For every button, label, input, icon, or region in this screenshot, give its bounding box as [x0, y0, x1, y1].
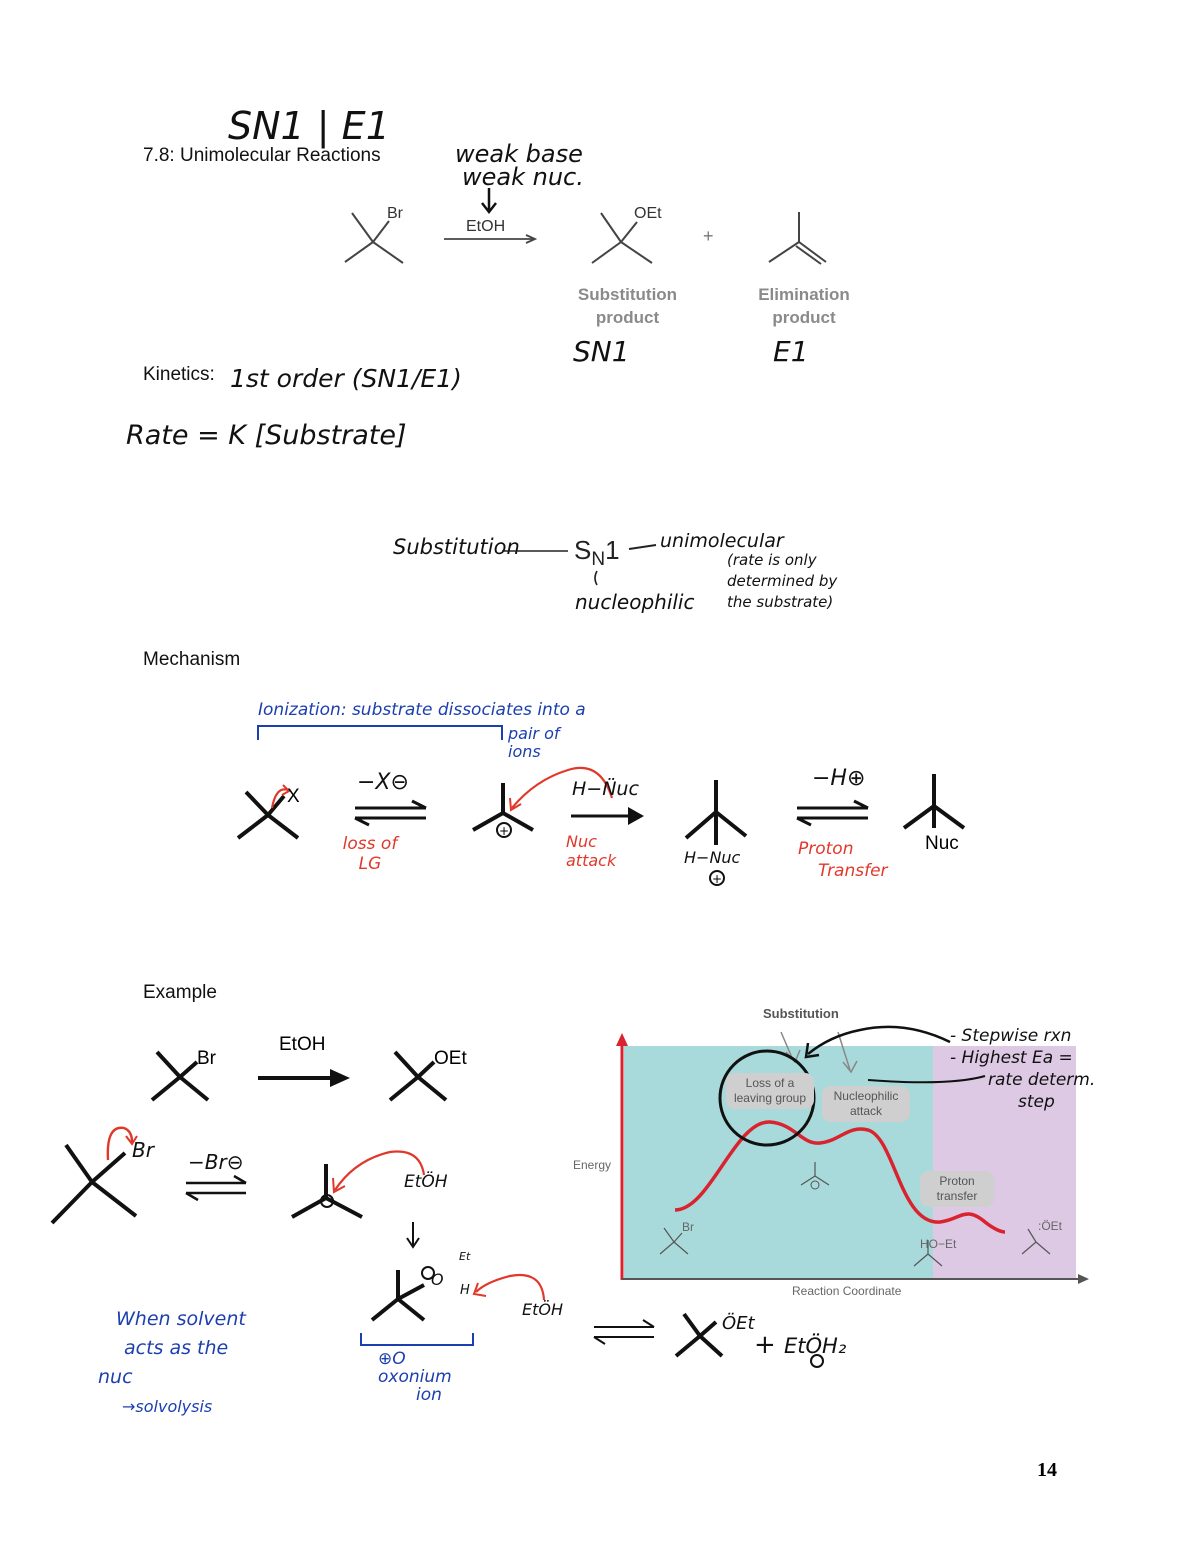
etoh-label: EtÖH: [404, 1172, 448, 1192]
unimolecular-note: (rate is only determined by the substrat…: [727, 551, 838, 611]
section-title: 7.8: Unimolecular Reactions: [143, 145, 381, 166]
example-heading: Example: [143, 982, 217, 1003]
etoh2-label: EtÖH: [522, 1300, 564, 1319]
example-reactant-group: Br: [197, 1048, 216, 1069]
step1-note: loss of LG: [342, 834, 398, 874]
proton-transfer-box: Proton transfer: [920, 1171, 994, 1207]
br-label: Br: [132, 1138, 154, 1162]
highlight-circle: [718, 1049, 816, 1147]
substitution-product-label: Substitution product: [577, 285, 678, 327]
diagram-title: Substitution: [763, 1006, 839, 1021]
diagram-reactant-label: Br: [682, 1220, 694, 1234]
byproduct-label: EtÖH₂: [784, 1334, 847, 1358]
substitution-product-molecule: [591, 212, 653, 264]
reactant-group-label: Br: [387, 205, 403, 222]
loss-br-label: −Br⊖: [188, 1150, 244, 1174]
leaving-group-x: X: [287, 786, 300, 807]
proton-transfer-region: [933, 1046, 1076, 1279]
oxonium-h: H: [460, 1283, 470, 1298]
oxonium-note: ⊕O oxonium ion: [378, 1349, 452, 1405]
sn1-note: SN1: [573, 335, 630, 368]
kinetics-note: 1st order (SN1/E1): [230, 364, 462, 393]
kinetics-label: Kinetics:: [143, 364, 215, 385]
step1-reagent: −X⊖: [357, 770, 409, 795]
final-product-group: ÖEt: [722, 1313, 755, 1334]
unimolecular-word: unimolecular: [660, 530, 784, 552]
rate-law: Rate = K [Substrate]: [126, 420, 407, 451]
mechanism-heading: Mechanism: [143, 649, 241, 670]
product-group-label: OEt: [634, 205, 662, 222]
step3-reagent: −H⊕: [812, 766, 866, 791]
final-plus: +: [754, 1330, 776, 1360]
step2-note: Nuc attack: [566, 832, 617, 870]
ionization-line1: Ionization: substrate dissociates into a: [258, 700, 586, 720]
page-number: 14: [1037, 1459, 1057, 1481]
stepwise-annotation: - Stepwise rxn - Highest Ea = rate deter…: [950, 1026, 1096, 1112]
step2-reagent: H−N̈uc: [572, 778, 639, 800]
example-product-group: OEt: [434, 1048, 467, 1069]
intermediate-label: H−Nuc: [684, 848, 741, 867]
diagram-product-label: :ÖEt: [1038, 1219, 1063, 1233]
solvolysis-note: When solvent acts as the nuc →solvolysis: [98, 1308, 246, 1416]
product-nuc-label: Nuc: [925, 833, 959, 854]
oxonium-et: Et: [459, 1250, 471, 1263]
reactant-molecule: [344, 212, 404, 264]
y-axis-label: Energy: [573, 1158, 612, 1172]
sn1-symbol: SN1: [574, 535, 620, 570]
e1-note: E1: [773, 335, 809, 368]
svg-text:+: +: [499, 824, 509, 838]
example-reagent: EtOH: [279, 1034, 326, 1055]
oxonium-o: O: [431, 1270, 444, 1289]
step3-note: Proton Transfer: [798, 839, 888, 881]
reagent-note-line2: weak nuc.: [462, 163, 584, 191]
elimination-product-molecule: [768, 212, 827, 265]
svg-text:+: +: [712, 872, 722, 886]
nucleophilic-word: nucleophilic: [575, 590, 695, 614]
handwritten-title: SN1 | E1: [228, 104, 390, 148]
x-axis-label: Reaction Coordinate: [792, 1284, 902, 1298]
ionization-line2: pair of: [508, 724, 560, 743]
loss-of-leaving-group-box: Loss of a leaving group: [726, 1073, 814, 1109]
substitution-word: Substitution: [393, 535, 520, 559]
plus-sign: +: [703, 226, 714, 246]
elimination-product-label: Elimination product: [758, 285, 850, 327]
diagram-intermediate-label: HO−Et: [920, 1237, 957, 1251]
reagent-note-line1: weak base: [455, 140, 583, 168]
ionization-line3: ions: [508, 742, 541, 761]
nucleophilic-attack-box: Nucleophilic attack: [822, 1086, 910, 1122]
reagent-label: EtOH: [466, 218, 506, 235]
energy-curve: [674, 1120, 1006, 1234]
